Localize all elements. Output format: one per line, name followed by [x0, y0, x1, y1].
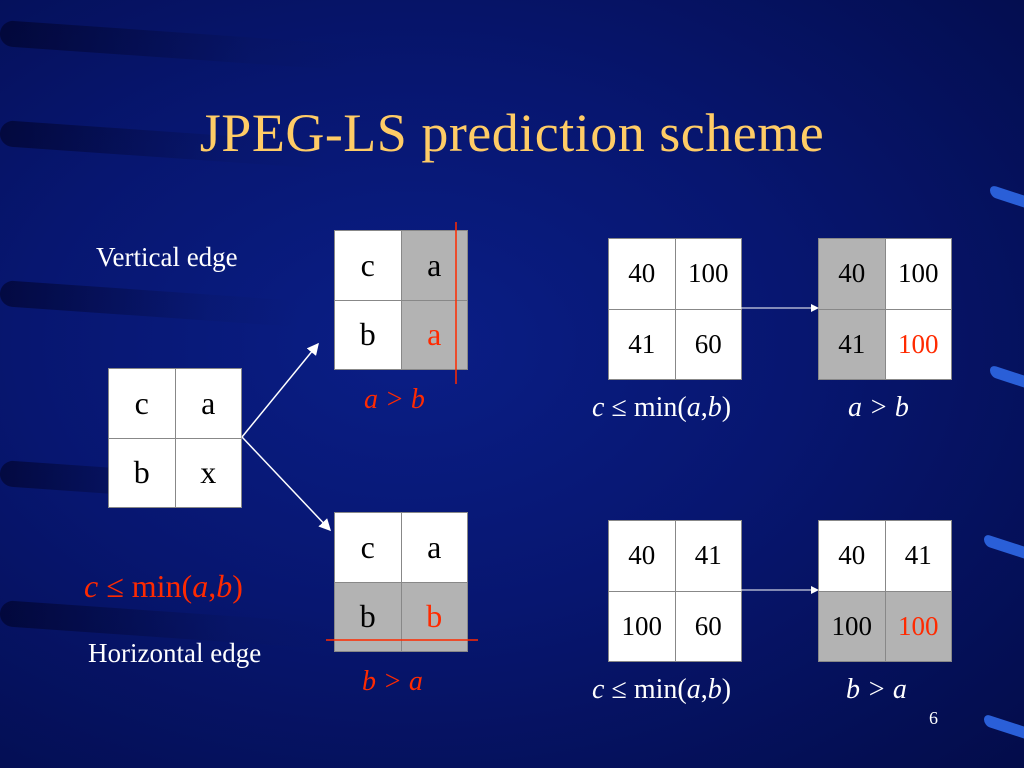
cell-value: 40: [819, 521, 885, 591]
cell-value: 60: [675, 309, 741, 379]
cell-predicted: 100: [885, 309, 951, 379]
condition-min-ex1: c ≤ min(a,b): [592, 392, 731, 424]
sym-c: c: [84, 568, 99, 604]
sym-le: ≤: [604, 674, 634, 705]
sym-b: b: [216, 568, 233, 604]
cell-predicted: 100: [885, 591, 951, 661]
arrow-to-vertical: [241, 342, 319, 438]
horizontal-edge-label: Horizontal edge: [88, 638, 262, 668]
arrow-to-horizontal: [241, 436, 332, 532]
cell-value: 100: [819, 591, 885, 661]
cell-c: c: [109, 369, 175, 438]
cell-a: a: [401, 513, 467, 582]
slide-number: 6: [929, 708, 938, 728]
sym-paren: ): [232, 568, 243, 604]
cell-x: x: [175, 438, 241, 507]
cell-c: c: [335, 513, 401, 582]
sym-paren: ): [721, 392, 732, 423]
cell-b: b: [109, 438, 175, 507]
cell-value: 100: [609, 591, 675, 661]
cell-value: 40: [609, 521, 675, 591]
sym-b: b: [707, 392, 722, 423]
condition-min-ex2: c ≤ min(a,b): [592, 674, 731, 706]
context-grid: c a b x: [108, 368, 242, 508]
sym-paren: ): [721, 674, 732, 705]
cell-value: 40: [609, 239, 675, 309]
condition-min-main: c ≤ min(a,b): [84, 568, 243, 605]
cell-value: 41: [609, 309, 675, 379]
sym-le: ≤: [98, 568, 132, 604]
cell-value: 41: [675, 521, 741, 591]
example1-before-grid: 40 100 41 60: [608, 238, 742, 380]
sym-min: min(: [633, 674, 687, 705]
sym-le: ≤: [604, 392, 634, 423]
sym-c: c: [592, 674, 605, 705]
sym-a: a: [686, 392, 701, 423]
sym-min: min(: [131, 568, 193, 604]
sym-b: b: [707, 674, 722, 705]
cell-value: 40: [819, 239, 885, 309]
cell-value: 41: [819, 309, 885, 379]
cell-value: 100: [885, 239, 951, 309]
sym-a: a: [686, 674, 701, 705]
cell-a: a: [175, 369, 241, 438]
sym-comma: ,: [700, 392, 708, 423]
condition-horizontal: b > a: [362, 666, 423, 697]
example2-before-grid: 40 41 100 60: [608, 520, 742, 662]
example2-after-grid: 40 41 100 100: [818, 520, 952, 662]
horizontal-edge-grid: c a b b: [334, 512, 468, 652]
sym-comma: ,: [208, 568, 217, 604]
cell-value: 100: [675, 239, 741, 309]
sym-a: a: [192, 568, 209, 604]
condition-ex1-result: a > b: [848, 392, 909, 423]
vertical-edge-grid: c a b a: [334, 230, 468, 370]
sym-min: min(: [633, 392, 687, 423]
vertical-edge-label: Vertical edge: [96, 242, 238, 272]
example1-after-grid: 40 100 41 100: [818, 238, 952, 380]
cell-c: c: [335, 231, 401, 300]
sym-c: c: [592, 392, 605, 423]
cell-value: 60: [675, 591, 741, 661]
condition-vertical: a > b: [364, 384, 425, 415]
slide-title: JPEG-LS prediction scheme: [199, 103, 825, 163]
condition-ex2-result: b > a: [846, 674, 907, 705]
sym-comma: ,: [700, 674, 708, 705]
cell-value: 41: [885, 521, 951, 591]
cell-b: b: [335, 300, 401, 369]
